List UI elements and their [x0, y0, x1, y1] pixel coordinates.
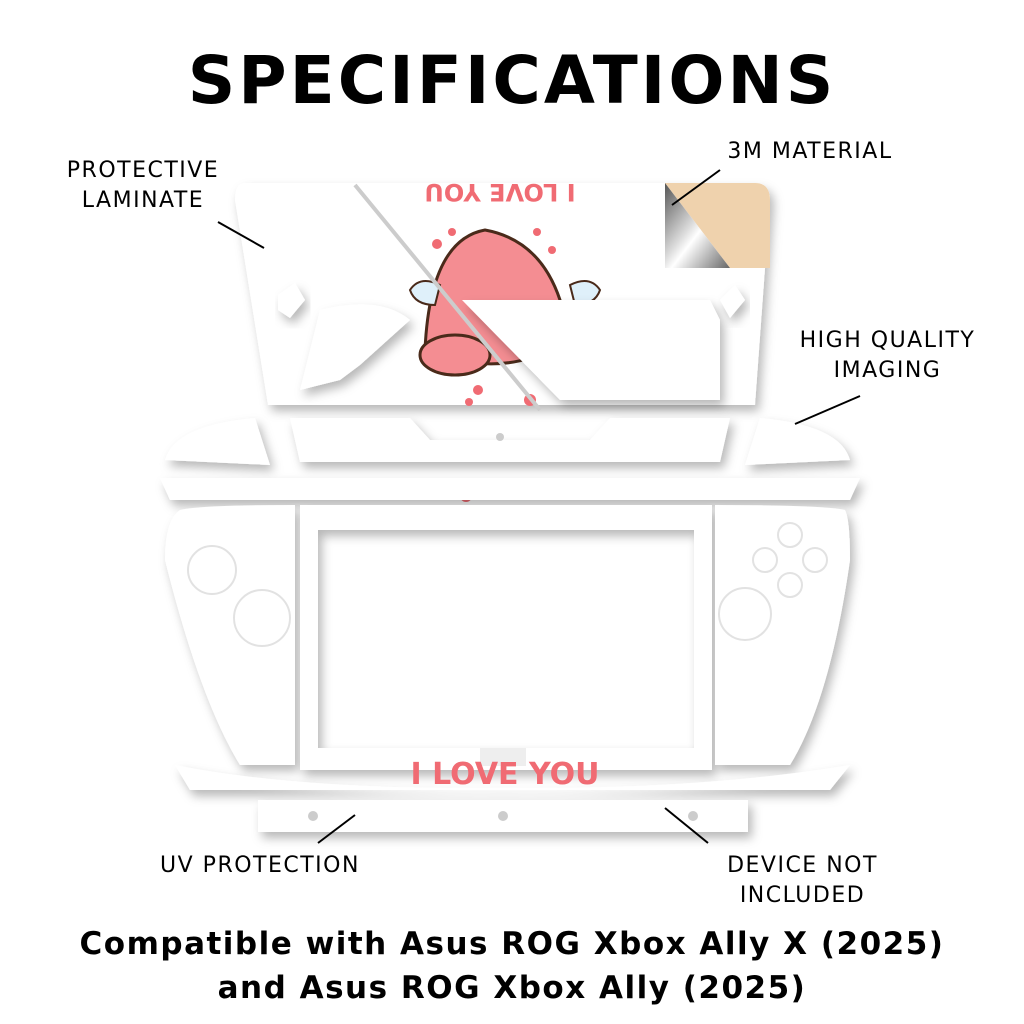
callout-text: LAMINATE [81, 188, 205, 213]
callout-device-not-included: DEVICE NOT INCLUDED [700, 851, 905, 911]
compatibility-line-2: and Asus ROG Xbox Ally (2025) [217, 970, 807, 1006]
callout-high-quality-imaging: HIGH QUALITY IMAGING [780, 326, 995, 386]
callout-text: IMAGING [833, 358, 942, 383]
3m-material-sample [665, 183, 770, 268]
bottom-love-text: I LOVE YOU [410, 757, 599, 792]
callout-text: PROTECTIVE [66, 158, 220, 183]
page-title: SPECIFICATIONS [187, 42, 837, 119]
callout-3m-material: 3M MATERIAL [727, 139, 893, 164]
shoulder-skins [160, 418, 860, 500]
callout-uv-protection: UV PROTECTION [160, 853, 360, 878]
callout-text: INCLUDED [739, 883, 866, 908]
button-cutouts [187, 522, 828, 647]
callout-text: HIGH QUALITY [799, 328, 976, 353]
top-love-text: I LOVE YOU [424, 178, 575, 206]
callout-text: DEVICE NOT [727, 853, 878, 878]
callout-protective-laminate: PROTECTIVE LAMINATE [48, 156, 238, 216]
callout-lines [217, 169, 861, 844]
compatibility-line-1: Compatible with Asus ROG Xbox Ally X (20… [79, 926, 945, 962]
